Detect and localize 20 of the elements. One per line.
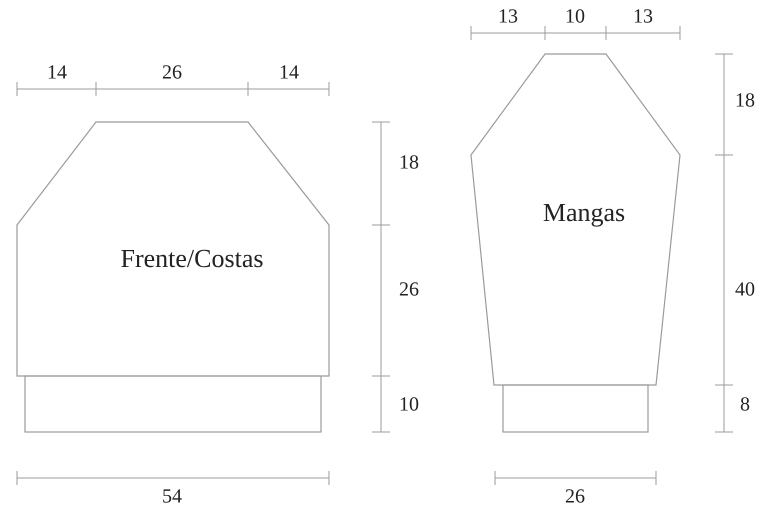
- cuff-band: [503, 385, 648, 432]
- dimension-value: 26: [399, 278, 419, 302]
- piece-name: Frente/Costas: [120, 244, 264, 274]
- body-piece-outline: [17, 122, 329, 376]
- dimension-value: 18: [735, 90, 755, 112]
- dimension-value: 18: [399, 152, 419, 174]
- dimension-value: 26: [162, 62, 182, 84]
- dimension-value: 54: [162, 486, 182, 508]
- sleeve-piece-outline: [471, 54, 680, 385]
- dimension-value: 40: [735, 278, 755, 302]
- dimension-value: 13: [498, 6, 518, 28]
- dimension-value: 26: [565, 486, 585, 508]
- dimension-value: 8: [740, 394, 750, 416]
- dimension-value: 14: [47, 62, 67, 84]
- dimension-value: 10: [399, 394, 419, 416]
- dimension-value: 13: [633, 6, 653, 28]
- dimension-value: 14: [279, 62, 299, 84]
- dimension-value: 10: [565, 6, 585, 28]
- ribbing-band: [25, 376, 321, 432]
- piece-name: Mangas: [542, 198, 626, 228]
